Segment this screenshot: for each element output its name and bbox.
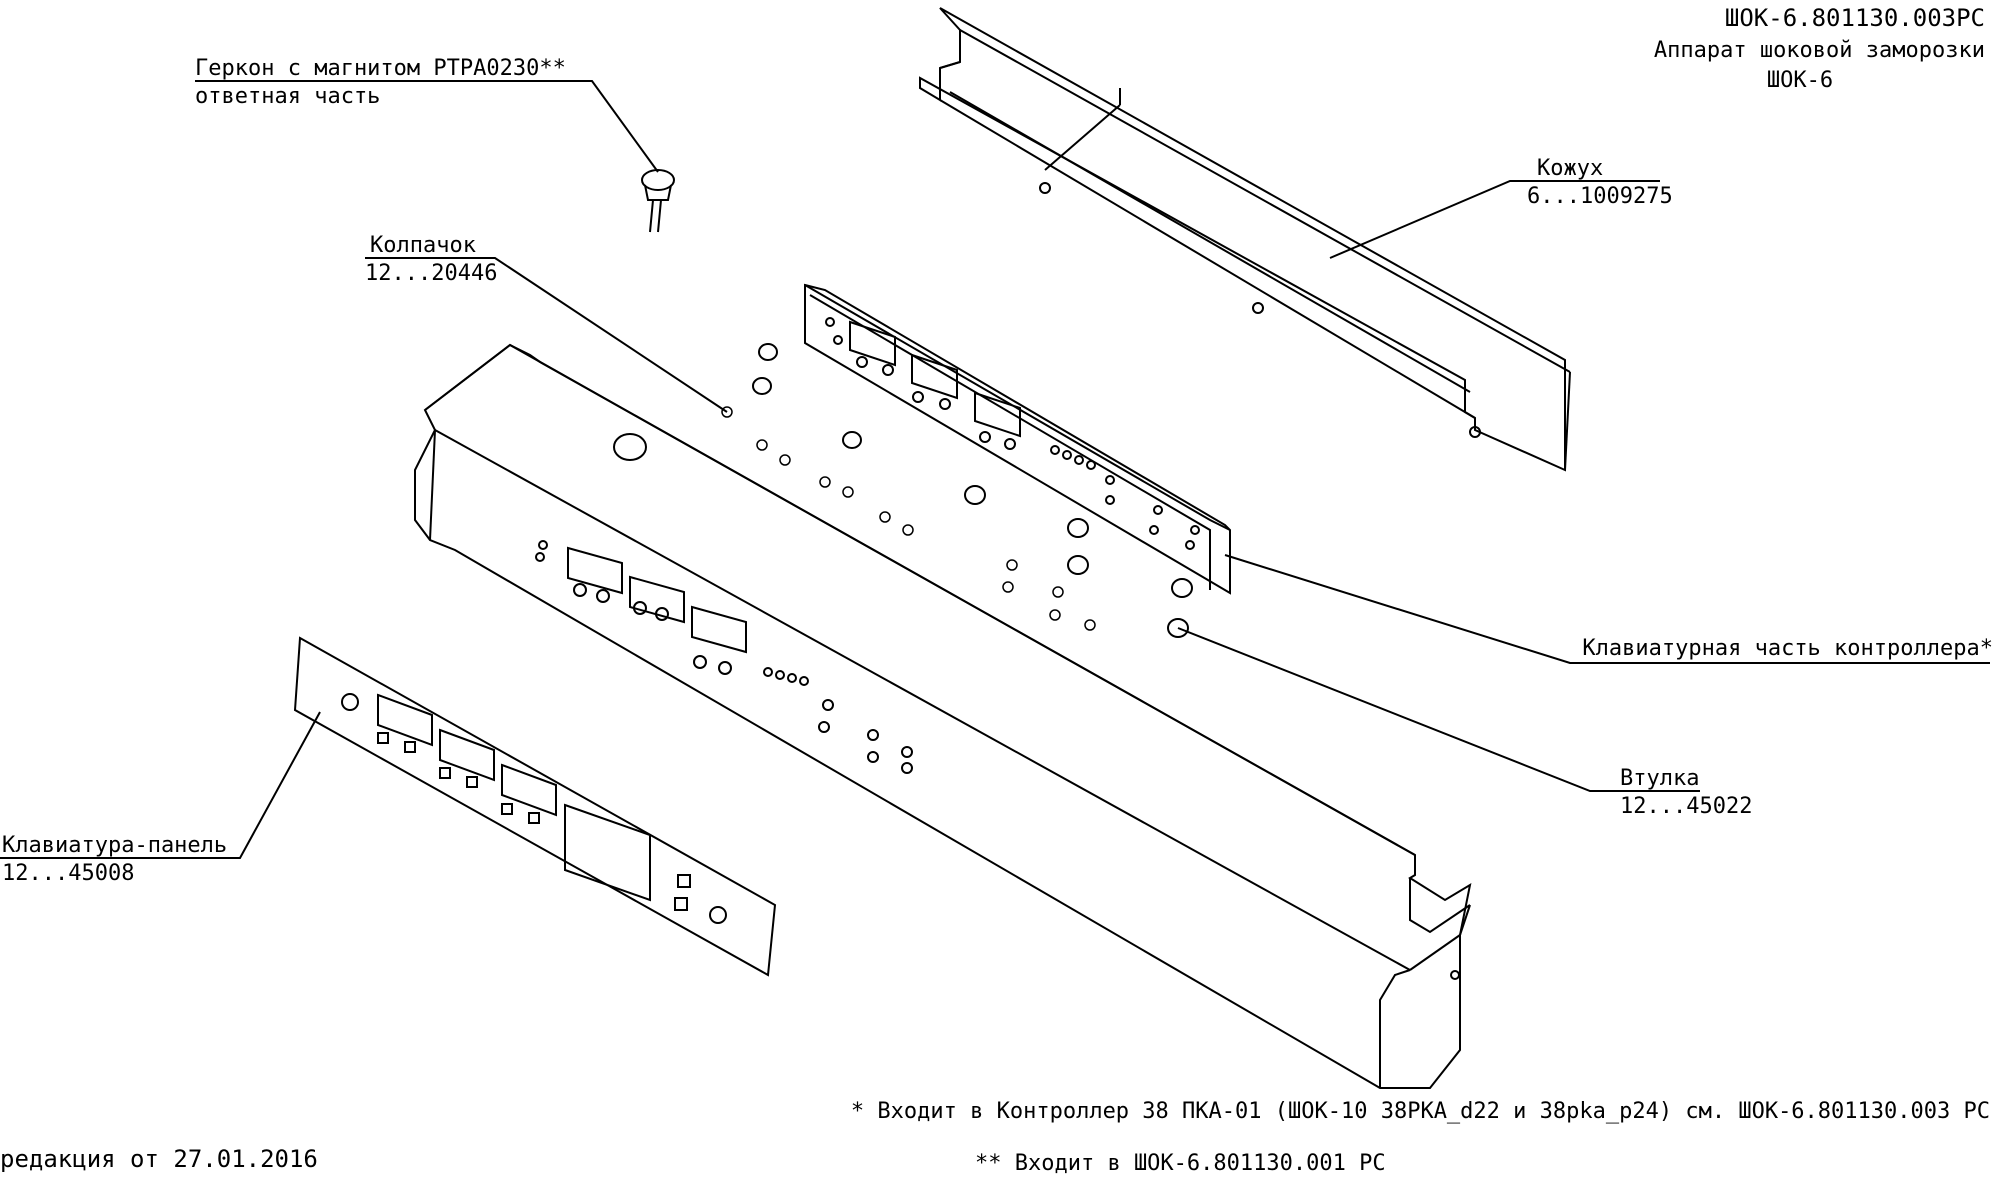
doc-code: ШОК-6.801130.003РС [1725, 4, 1985, 32]
callout-bushing-code: 12...45022 [1620, 794, 1752, 819]
note-single-star: * Входит в Контроллер 38 ПКА-01 (ШОК-10 … [851, 1099, 1990, 1124]
callout-cap-code: 12...20446 [365, 261, 497, 286]
callout-reed-switch-sub: ответная часть [195, 84, 380, 109]
callout-keyboard-panel-code: 12...45008 [2, 861, 134, 886]
product-name: Аппарат шоковой заморозки [1654, 38, 1985, 63]
callout-controller-label: Клавиатурная часть контроллера* [1582, 636, 1993, 661]
reed-switch-part [641, 169, 675, 233]
revision-date: редакция от 27.01.2016 [0, 1145, 318, 1173]
note-double-star: ** Входит в ШОК-6.801130.001 РС [975, 1151, 1386, 1176]
callout-reed-switch-label: Геркон с магнитом PTPA0230** [195, 56, 566, 81]
callout-keyboard-panel-label: Клавиатура-панель [2, 833, 227, 858]
housing-holes [535, 540, 913, 774]
front-housing [414, 343, 1472, 1089]
cover-part [919, 7, 1571, 472]
product-model: ШОК-6 [1767, 68, 1833, 93]
callout-cover-code: 6...1009275 [1527, 184, 1673, 209]
bushings-group [721, 343, 1193, 638]
keyboard-panel-part [293, 636, 777, 977]
callout-bushing-label: Втулка [1620, 766, 1699, 791]
callout-cap-label: Колпачок [370, 233, 476, 258]
leader-lines [0, 80, 1990, 859]
callout-cover-label: Кожух [1537, 156, 1603, 181]
controller-board [804, 283, 1231, 595]
